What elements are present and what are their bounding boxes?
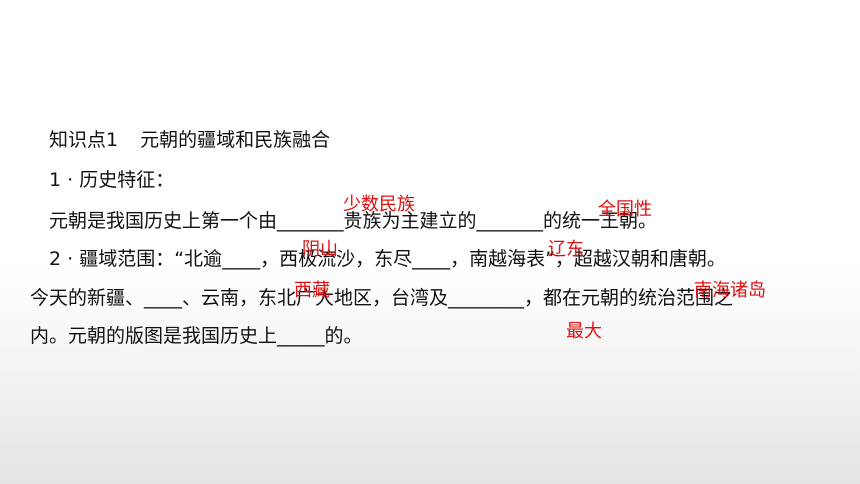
text-segment: 元朝是我国历史上第一个由 bbox=[49, 210, 278, 232]
text-segment: ，都在元朝的统治范围之 bbox=[524, 287, 734, 309]
answer-blank: _____ bbox=[277, 325, 325, 347]
answer-blank: _______ bbox=[277, 210, 344, 232]
answer-blank: ________ bbox=[448, 287, 525, 309]
text-segment: 内。元朝的版图是我国历史上 bbox=[30, 325, 278, 347]
text-segment: 的。 bbox=[324, 325, 363, 347]
point-2-line-1: 2 · 疆域范围：“北逾____，西极流沙，东尽____，南越海表”，超越汉朝和… bbox=[49, 247, 726, 271]
point-1-text: 元朝是我国历史上第一个由_______贵族为主建立的_______的统一王朝。 bbox=[49, 209, 657, 233]
text-segment: 的统一王朝。 bbox=[543, 210, 658, 232]
text-segment: ，南越海表”，超越汉朝和唐朝。 bbox=[450, 248, 726, 270]
answer-blank: ____ bbox=[412, 248, 451, 270]
text-segment: 2 · 疆域范围：“北逾 bbox=[49, 248, 223, 270]
point-2-line-3: 内。元朝的版图是我国历史上_____的。 bbox=[30, 324, 363, 348]
text-segment: 贵族为主建立的 bbox=[343, 210, 477, 232]
section-heading: 知识点1 元朝的疆域和民族融合 bbox=[49, 128, 330, 152]
point-1-label: 1 · 历史特征： bbox=[49, 169, 175, 191]
answer-largest: 最大 bbox=[566, 321, 602, 342]
answer-blank: ____ bbox=[144, 287, 183, 309]
text-segment: 今天的新疆、 bbox=[30, 287, 145, 309]
heading-title: 元朝的疆域和民族融合 bbox=[140, 129, 331, 151]
text-segment: 、云南，东北广大地区，台湾及 bbox=[182, 287, 449, 309]
heading-label: 知识点1 bbox=[49, 129, 119, 151]
answer-blank: ____ bbox=[222, 248, 261, 270]
answer-minority: 少数民族 bbox=[343, 194, 415, 215]
answer-tibet: 西藏 bbox=[294, 280, 330, 301]
text-segment: ，西极流沙，东尽 bbox=[260, 248, 413, 270]
point-2-line-2: 今天的新疆、____、云南，东北广大地区，台湾及________，都在元朝的统治… bbox=[30, 286, 733, 310]
answer-blank: _______ bbox=[476, 210, 544, 232]
answer-yinshan: 阴山 bbox=[302, 239, 338, 260]
answer-liaodong: 辽东 bbox=[548, 239, 584, 260]
answer-south-sea-islands: 南海诸岛 bbox=[694, 280, 766, 301]
answer-nationwide: 全国性 bbox=[598, 199, 652, 220]
